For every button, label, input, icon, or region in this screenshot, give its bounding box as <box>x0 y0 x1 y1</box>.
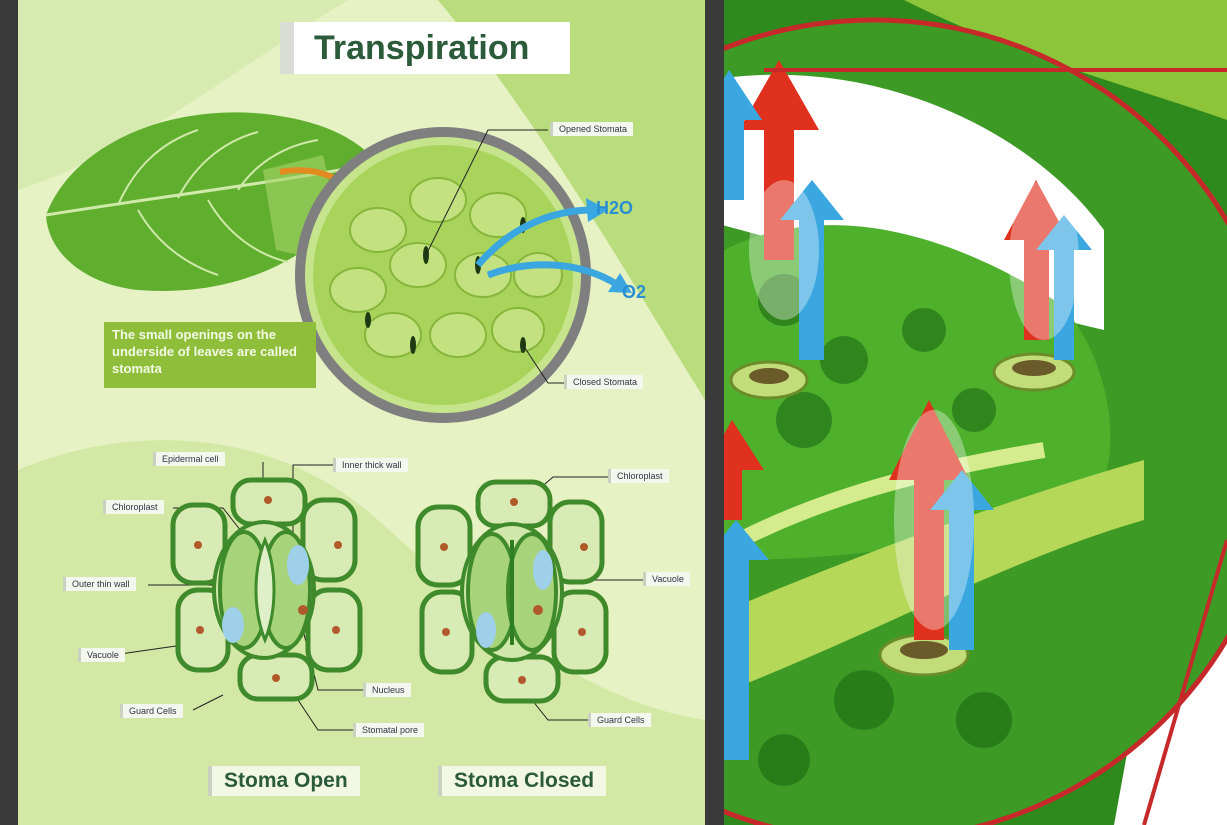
caption-stoma-open: Stoma Open <box>208 766 360 796</box>
stoma-open-diagram <box>173 480 360 699</box>
label-opened-stomata: Opened Stomata <box>550 122 633 136</box>
stoma-closed-diagram <box>418 482 606 701</box>
closeup-graphics <box>724 0 1227 825</box>
label-vacuole-right: Vacuole <box>643 572 690 586</box>
magnified-stomata-circle <box>295 127 591 423</box>
stomata-note: The small openings on the underside of l… <box>104 322 316 388</box>
label-guard-cells-left: Guard Cells <box>120 704 183 718</box>
caption-stoma-closed: Stoma Closed <box>438 766 606 796</box>
label-stomatal-pore: Stomatal pore <box>353 723 424 737</box>
label-o2: O2 <box>622 282 646 303</box>
label-outer-thin-wall: Outer thin wall <box>63 577 136 591</box>
label-vacuole-left: Vacuole <box>78 648 125 662</box>
transpiration-diagram-panel: Transpiration The small openings on the … <box>18 0 705 825</box>
label-nucleus: Nucleus <box>363 683 411 697</box>
label-closed-stomata: Closed Stomata <box>564 375 643 389</box>
label-epidermal-cell: Epidermal cell <box>153 452 225 466</box>
label-guard-cells-right: Guard Cells <box>588 713 651 727</box>
label-h2o: H2O <box>596 198 633 219</box>
stomata-closeup-panel <box>724 0 1227 825</box>
label-inner-thick-wall: Inner thick wall <box>333 458 408 472</box>
label-chloroplast-right: Chloroplast <box>608 469 669 483</box>
magnifier-circle <box>724 20 1227 825</box>
label-chloroplast-left: Chloroplast <box>103 500 164 514</box>
diagram-title: Transpiration <box>280 22 570 74</box>
